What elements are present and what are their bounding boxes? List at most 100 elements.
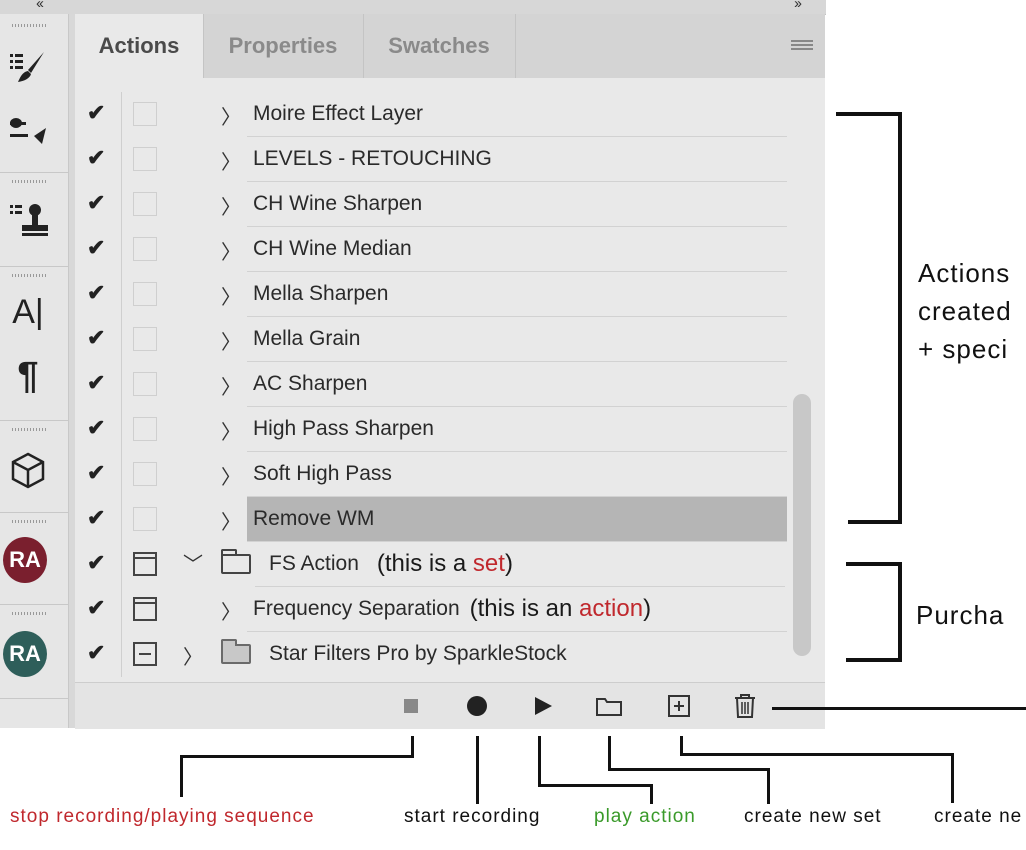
check-icon[interactable]: ✔ — [87, 460, 106, 485]
bracket-line — [846, 562, 902, 566]
chevron-right-icon[interactable]: 〉 — [221, 197, 241, 219]
chevron-right-icon[interactable]: 〉 — [221, 422, 241, 444]
panel-top-strip: ‹‹ ›› — [0, 0, 826, 15]
scrollbar-thumb[interactable] — [793, 394, 811, 656]
set-row[interactable]: ✔ ﹀ FS Action (this is a set) — [75, 542, 787, 587]
brush-settings-icon[interactable] — [6, 108, 50, 152]
list-item[interactable]: ✔ 〉 Soft High Pass — [75, 452, 787, 497]
chevron-down-icon[interactable]: ﹀ — [183, 554, 203, 576]
chevron-right-icon[interactable]: 〉 — [221, 107, 241, 129]
dialog-toggle[interactable] — [133, 192, 157, 216]
action-row[interactable]: ✔ 〉 Frequency Separation (this is an act… — [75, 587, 787, 632]
check-icon[interactable]: ✔ — [87, 415, 106, 440]
collapse-chevron-icon[interactable]: ‹‹ — [36, 0, 44, 12]
action-label: Moire Effect Layer — [253, 102, 424, 125]
list-item[interactable]: ✔ 〉 LEVELS - RETOUCHING — [75, 137, 787, 182]
play-button[interactable] — [525, 683, 561, 729]
set-label: FS Action — [269, 552, 359, 575]
dialog-toggle[interactable] — [133, 642, 157, 666]
dialog-toggle[interactable] — [133, 462, 157, 486]
list-item[interactable]: ✔ 〉 CH Wine Sharpen — [75, 182, 787, 227]
list-item[interactable]: ✔ 〉 High Pass Sharpen — [75, 407, 787, 452]
list-item-selected[interactable]: ✔ 〉 Remove WM — [75, 497, 787, 542]
chevron-right-icon[interactable]: 〉 — [221, 152, 241, 174]
dialog-toggle[interactable] — [133, 327, 157, 351]
dialog-toggle[interactable] — [133, 147, 157, 171]
tab-swatches[interactable]: Swatches — [363, 14, 516, 78]
avatar[interactable]: RA — [3, 631, 47, 677]
pointer-line — [538, 784, 652, 787]
check-icon[interactable]: ✔ — [87, 190, 106, 215]
delete-button[interactable] — [727, 683, 763, 729]
check-icon[interactable]: ✔ — [87, 145, 106, 170]
expand-chevron-icon[interactable]: ›› — [794, 0, 802, 12]
avatar[interactable]: RA — [3, 537, 47, 583]
panel-menu-icon[interactable] — [791, 40, 813, 52]
pointer-line — [608, 736, 611, 770]
stop-button[interactable] — [393, 683, 429, 729]
action-label: Remove WM — [253, 507, 375, 530]
record-button[interactable] — [459, 683, 495, 729]
check-icon[interactable]: ✔ — [87, 280, 106, 305]
dialog-toggle[interactable] — [133, 237, 157, 261]
action-label: LEVELS - RETOUCHING — [253, 147, 492, 170]
chevron-right-icon[interactable]: 〉 — [183, 647, 203, 669]
grip-handle[interactable] — [12, 428, 48, 431]
annotation-text: (this is a — [376, 550, 473, 577]
character-icon[interactable]: A| — [12, 292, 44, 331]
check-icon[interactable]: ✔ — [87, 325, 106, 350]
list-item[interactable]: ✔ 〉 Moire Effect Layer — [75, 92, 787, 137]
chevron-right-icon[interactable]: 〉 — [221, 242, 241, 264]
user-avatar[interactable]: RA — [3, 631, 47, 677]
grip-handle[interactable] — [12, 274, 48, 277]
list-item[interactable]: ✔ 〉 CH Wine Median — [75, 227, 787, 272]
dialog-toggle[interactable] — [133, 552, 157, 576]
actions-toolbar — [75, 682, 825, 729]
dialog-toggle[interactable] — [133, 372, 157, 396]
dialog-toggle[interactable] — [133, 507, 157, 531]
folder-icon — [221, 639, 251, 664]
tab-actions[interactable]: Actions — [75, 14, 204, 78]
chevron-right-icon[interactable]: 〉 — [221, 512, 241, 534]
tool-strip: A| ¶ RA RA — [0, 14, 69, 728]
chevron-right-icon[interactable]: 〉 — [221, 377, 241, 399]
brush-preset-icon[interactable] — [6, 44, 50, 88]
check-icon[interactable]: ✔ — [87, 505, 106, 530]
chevron-right-icon[interactable]: 〉 — [221, 602, 241, 624]
check-icon[interactable]: ✔ — [87, 550, 106, 575]
new-action-button[interactable] — [661, 683, 697, 729]
check-icon[interactable]: ✔ — [87, 595, 106, 620]
list-item[interactable]: ✔ 〉 Mella Grain — [75, 317, 787, 362]
user-avatar[interactable]: RA — [3, 537, 47, 583]
dialog-toggle[interactable] — [133, 282, 157, 306]
annotation-keyword: set — [472, 550, 505, 577]
dialog-toggle[interactable] — [133, 597, 157, 621]
trash-icon — [735, 694, 755, 718]
tab-properties[interactable]: Properties — [203, 14, 364, 78]
list-item[interactable]: ✔ 〉 AC Sharpen — [75, 362, 787, 407]
chevron-right-icon[interactable]: 〉 — [221, 467, 241, 489]
check-icon[interactable]: ✔ — [87, 235, 106, 260]
chevron-right-icon[interactable]: 〉 — [221, 332, 241, 354]
pointer-line — [476, 736, 479, 804]
paragraph-icon[interactable]: ¶ — [17, 354, 39, 397]
dialog-toggle[interactable] — [133, 102, 157, 126]
set-row[interactable]: ✔ 〉 Star Filters Pro by SparkleStock — [75, 632, 787, 677]
chevron-right-icon[interactable]: 〉 — [221, 287, 241, 309]
action-label: CH Wine Median — [253, 237, 412, 260]
pointer-line — [680, 753, 954, 756]
grip-handle[interactable] — [12, 520, 48, 523]
clone-source-icon[interactable] — [6, 198, 50, 242]
dialog-toggle[interactable] — [133, 417, 157, 441]
grip-handle[interactable] — [12, 180, 48, 183]
list-item[interactable]: ✔ 〉 Mella Sharpen — [75, 272, 787, 317]
pointer-line — [772, 707, 1026, 710]
check-icon[interactable]: ✔ — [87, 100, 106, 125]
bracket-line — [898, 562, 902, 662]
new-set-button[interactable] — [591, 683, 627, 729]
check-icon[interactable]: ✔ — [87, 640, 106, 665]
3d-cube-icon[interactable] — [6, 448, 50, 492]
grip-handle[interactable] — [12, 612, 48, 615]
check-icon[interactable]: ✔ — [87, 370, 106, 395]
grip-handle[interactable] — [12, 24, 48, 27]
